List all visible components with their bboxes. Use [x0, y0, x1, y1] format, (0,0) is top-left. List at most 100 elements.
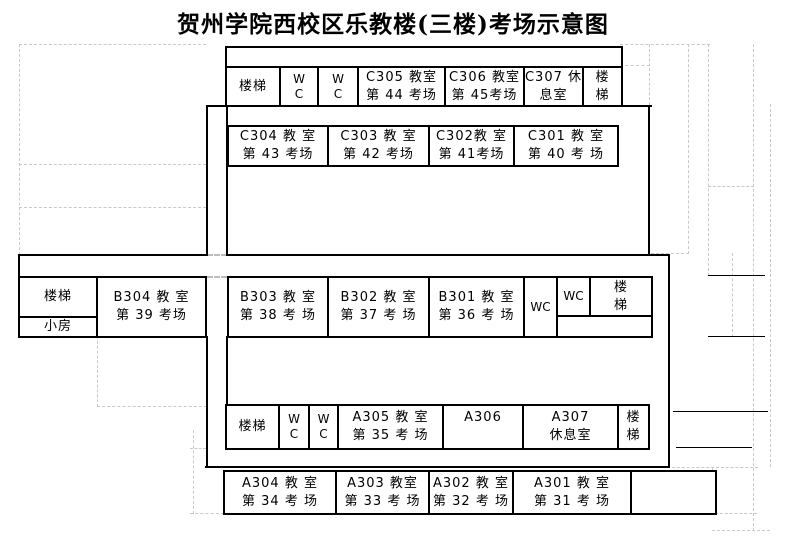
room-label-line: C307 休 — [524, 69, 583, 85]
grid-line — [193, 430, 194, 514]
room-label-line: C305 教室 — [365, 69, 438, 85]
stairs-top-left: 楼梯 — [225, 66, 281, 107]
grid-line — [19, 207, 206, 208]
room-label-line: 小房 — [43, 319, 72, 334]
room-label-line: 第 35 考 场 — [352, 428, 429, 443]
grid-line — [97, 406, 207, 407]
room-b301: B301 教 室第 36 考 场 — [428, 276, 525, 338]
room-label-line: A302 教 室 — [433, 475, 509, 491]
grid-line — [190, 513, 224, 514]
stairs-a-right: 楼梯 — [617, 404, 650, 450]
room-c307: C307 休息室 — [523, 66, 584, 107]
grid-line — [190, 448, 206, 449]
room-label-line: 第 36 考 场 — [438, 308, 515, 323]
room-label-line: 楼梯 — [43, 289, 72, 304]
room-label-line: 休息室 — [549, 428, 592, 443]
room-label-line: C301 教 室 — [527, 129, 605, 144]
room-label-line: B301 教 室 — [438, 290, 515, 305]
room-a301: A301 教 室第 31 考 场 — [512, 470, 632, 515]
room-label-line: B302 教 室 — [340, 290, 417, 305]
room-label-line: 第 45考场 — [451, 87, 518, 103]
room-label-line: 楼 — [626, 410, 641, 425]
room-c305: C305 教室第 44 考场 — [357, 66, 446, 107]
wall-line — [205, 466, 670, 468]
room-a304: A304 教 室第 34 考 场 — [223, 470, 337, 515]
grid-line — [732, 253, 733, 337]
room-label-line: W — [332, 71, 344, 86]
grid-line — [649, 44, 650, 105]
grid-line — [19, 44, 20, 255]
wall-line — [206, 336, 208, 468]
wall-line — [668, 254, 670, 468]
room-label-line: A306 — [464, 410, 502, 425]
room-label-line: 梯 — [626, 428, 641, 443]
room-label-line: A307 — [551, 410, 590, 425]
wall-line — [206, 105, 208, 256]
corridor-strip-right — [556, 315, 653, 338]
room-c306: C306 教室第 45考场 — [444, 66, 525, 107]
room-label-line: 第 33 考 场 — [344, 493, 421, 509]
room-label-line: C — [319, 427, 328, 441]
room-b303: B303 教 室第 38 考 场 — [227, 276, 329, 338]
room-label-line: 息室 — [539, 87, 568, 103]
room-label-line: C — [294, 86, 304, 101]
room-label-line: WC — [530, 299, 551, 314]
room-label-line: 第 42 考场 — [343, 147, 414, 162]
walkway-line — [708, 275, 765, 276]
wall-line — [226, 105, 228, 256]
wall-line — [648, 105, 650, 256]
room-label-line: A304 教 室 — [242, 475, 318, 491]
room-label-line: B304 教 室 — [113, 290, 190, 305]
grid-line — [688, 44, 689, 254]
room-label-line: C306 教室 — [448, 69, 521, 85]
grid-line — [19, 164, 206, 165]
room-label-line: 第 40 考 场 — [528, 147, 604, 162]
room-label-line: 第 44 考场 — [366, 87, 437, 103]
room-label-line: W — [317, 412, 330, 426]
grid-line — [753, 44, 754, 531]
room-label-line: C304 教 室 — [239, 129, 317, 144]
walkway-line — [708, 336, 765, 337]
room-label-line: WC — [563, 289, 584, 303]
wall-line — [226, 336, 228, 406]
diagram-title: 贺州学院西校区乐教楼(三楼)考场示意图 — [177, 11, 609, 38]
grid-line — [708, 186, 754, 187]
empty-room — [630, 470, 717, 515]
room-b302: B302 教 室第 37 考 场 — [327, 276, 430, 338]
grid-line — [672, 467, 758, 468]
stairs-top-right: 楼梯 — [582, 66, 623, 107]
room-label-line: 第 32 考 场 — [433, 493, 509, 509]
room-label-line: 第 34 考 场 — [242, 493, 318, 509]
stairs-west: 楼梯 — [18, 276, 98, 318]
grid-line — [620, 65, 650, 66]
room-label-line: 楼梯 — [238, 419, 267, 434]
grid-line — [97, 336, 98, 407]
room-c302: C302教 室第 41考场 — [428, 125, 515, 167]
room-label-line: A305 教 室 — [352, 410, 429, 425]
room-label-line: 楼梯 — [238, 78, 267, 94]
stairs-a-left: 楼梯 — [225, 404, 280, 450]
room-a302: A302 教 室第 32 考 场 — [428, 470, 514, 515]
grid-line — [651, 253, 689, 254]
room-label-line: 楼 — [613, 279, 628, 295]
room-label-line: 第 39 考场 — [116, 308, 187, 323]
room-label-line: 梯 — [595, 87, 610, 103]
wc-mid-2: WC — [556, 276, 591, 317]
wc-mid-1: WC — [523, 276, 558, 338]
room-label-line: 第 41考场 — [438, 147, 505, 162]
wall-line — [225, 254, 670, 256]
room-label-line: W — [288, 412, 300, 426]
walkway-line — [676, 447, 752, 448]
grid-line — [708, 44, 709, 276]
room-c303: C303 教 室第 42 考场 — [327, 125, 430, 167]
wall-line — [18, 254, 20, 278]
room-label-line: 第 38 考 场 — [240, 308, 316, 323]
room-label-line: 第 43 考场 — [242, 147, 314, 162]
room-label-line: 楼 — [595, 69, 610, 85]
room-label-line: C — [289, 427, 299, 441]
